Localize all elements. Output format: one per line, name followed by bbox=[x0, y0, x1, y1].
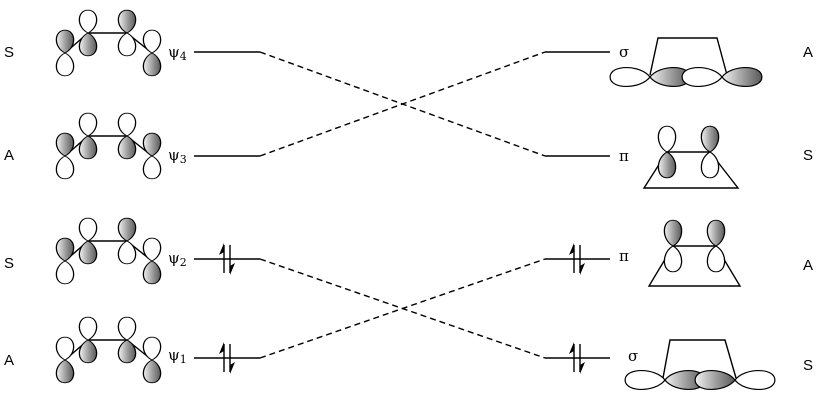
right-symmetry-label: A bbox=[803, 44, 813, 61]
left-symmetry-label: S bbox=[4, 44, 14, 61]
cyclobutene-pi-orbitals bbox=[647, 219, 742, 287]
right-symmetry-label: A bbox=[803, 257, 813, 274]
cyclobutene-sigma-orbitals bbox=[624, 339, 776, 391]
right-symmetry-label: S bbox=[803, 357, 813, 374]
butadiene-psi1-orbitals bbox=[55, 316, 162, 384]
left-mo-label: ψ3 bbox=[168, 146, 187, 166]
cyclobutene-pi-star-orbitals bbox=[642, 125, 740, 189]
right-mo-label: σ bbox=[619, 43, 629, 61]
left-mo-label: ψ1 bbox=[168, 346, 187, 366]
butadiene-psi4-orbitals bbox=[55, 9, 162, 77]
left-mo-label: ψ4 bbox=[168, 43, 187, 63]
right-mo-label: σ bbox=[628, 347, 638, 365]
right-mo-label: π bbox=[619, 247, 629, 265]
left-symmetry-label: A bbox=[4, 352, 14, 369]
left-symmetry-label: A bbox=[4, 147, 14, 164]
correlation-line bbox=[259, 51, 546, 157]
butadiene-psi3-orbitals bbox=[55, 112, 162, 180]
correlation-line bbox=[259, 258, 546, 359]
left-mo-label: ψ2 bbox=[168, 249, 187, 269]
cyclobutene-sigma-star-orbitals bbox=[609, 37, 763, 88]
right-mo-label: π bbox=[619, 147, 629, 165]
butadiene-psi2-orbitals bbox=[55, 217, 162, 285]
right-symmetry-label: S bbox=[803, 147, 813, 164]
left-symmetry-label: S bbox=[4, 255, 14, 272]
